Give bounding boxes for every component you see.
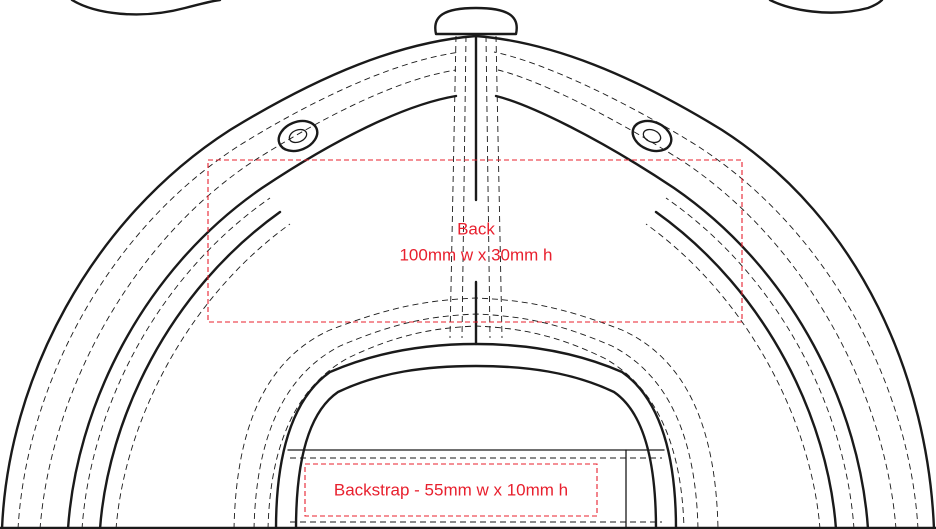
back-print-area-name: Back <box>457 219 495 238</box>
center-stitch-l1 <box>449 35 457 339</box>
backstrap-print-area <box>304 463 598 517</box>
crown-stitch-right-1 <box>493 51 919 529</box>
back-print-area <box>207 159 743 323</box>
top-left-outline <box>70 0 222 16</box>
crown-stitch-left-1 <box>17 51 461 529</box>
back-print-area-size: 100mm w x 30mm h <box>399 245 552 264</box>
back-opening-arch <box>274 342 678 529</box>
crown-outer-outline <box>0 34 936 529</box>
panel-seam-right-stitch-b <box>645 223 821 529</box>
panel-seam-right <box>494 94 870 529</box>
center-stitch-r1 <box>495 35 503 339</box>
center-stitch-l2 <box>461 35 467 339</box>
crown-stitch-left-2 <box>39 69 457 529</box>
top-button <box>434 6 518 36</box>
opening-band-stitch-inner <box>267 325 685 529</box>
panel-seam-left <box>66 94 458 529</box>
back-opening-inner-arch <box>294 364 658 529</box>
eyelet-left <box>277 119 319 153</box>
opening-band-stitch-mid <box>253 313 699 529</box>
crown-stitch-right-2 <box>497 69 897 529</box>
panel-seam-left-inner <box>98 210 282 529</box>
top-right-outline <box>768 0 884 14</box>
panel-seam-right-stitch-a <box>665 197 855 529</box>
panel-seam-left-stitch-a <box>81 197 271 529</box>
center-stitch-r2 <box>485 35 491 339</box>
opening-band-stitch-outer <box>233 297 719 529</box>
panel-seam-right-inner <box>654 210 838 529</box>
eyelet-right <box>631 119 673 153</box>
panel-seam-left-stitch-b <box>115 223 291 529</box>
backstrap-print-area-label: Backstrap - 55mm w x 10mm h <box>334 480 568 499</box>
